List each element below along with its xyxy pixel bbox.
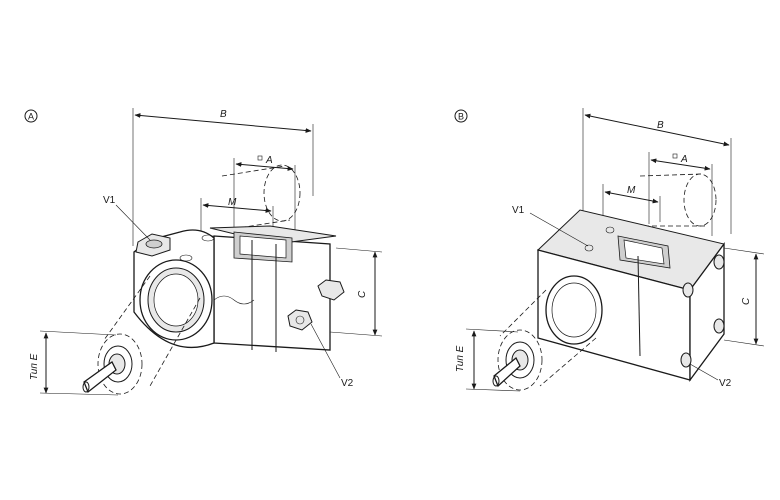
view-b-label-c: C	[741, 297, 752, 305]
view-a-dimension-e: Тип E	[29, 330, 119, 396]
view-a-label-v1: V1	[103, 195, 116, 206]
view-b-label-v1: V1	[512, 205, 525, 216]
view-b-marker-text: B	[458, 112, 464, 122]
view-a-label-v2: V2	[341, 378, 354, 389]
view-b-dimension-b: B	[582, 108, 732, 234]
view-b-label-e: Тип E	[455, 345, 466, 372]
view-a-marker: A	[24, 109, 38, 123]
view-b-label-v2: V2	[719, 378, 732, 389]
view-b-label-m: M	[627, 185, 636, 196]
view-a-dimension-a: A	[233, 155, 296, 240]
view-b-leader-v1: V1	[512, 205, 589, 247]
view-a-label-a: A	[265, 155, 273, 166]
view-b-marker: B	[454, 109, 468, 123]
view-b-v2-bolt-icon	[680, 254, 725, 368]
view-a: A B A M	[24, 108, 383, 396]
view-a-dimension-b: B	[132, 108, 314, 246]
view-a-leader-v2: V2	[310, 323, 354, 389]
view-b-round-tube	[492, 289, 597, 391]
view-b-leader-v2: V2	[689, 363, 732, 389]
view-a-round-clamp	[133, 229, 215, 349]
view-a-label-m: M	[228, 197, 237, 208]
view-a-leader-v1: V1	[103, 195, 151, 241]
view-b-dimension-a: A	[648, 152, 713, 236]
view-b-dimension-c: C	[723, 247, 765, 347]
view-b-label-b: B	[657, 120, 664, 131]
view-b-square-tube-outline	[639, 173, 717, 227]
view-a-label-e: Тип E	[29, 353, 40, 380]
view-a-clamp-body	[209, 225, 345, 352]
view-a-marker-text: A	[28, 112, 34, 122]
view-a-v1-screw-icon	[135, 233, 215, 262]
view-a-label-b: B	[220, 109, 227, 120]
view-a-dimension-c: C	[329, 247, 383, 337]
view-b-dimension-e: Тип E	[455, 328, 521, 392]
view-b-clamp-body	[537, 209, 725, 382]
view-a-round-tube	[82, 275, 201, 395]
view-b-dimension-m: M	[602, 184, 661, 222]
view-b-label-a: A	[680, 154, 688, 165]
view-a-v2-bolt-icon	[287, 279, 345, 331]
view-b: B B A M	[454, 108, 765, 392]
view-a-label-c: C	[357, 290, 368, 298]
